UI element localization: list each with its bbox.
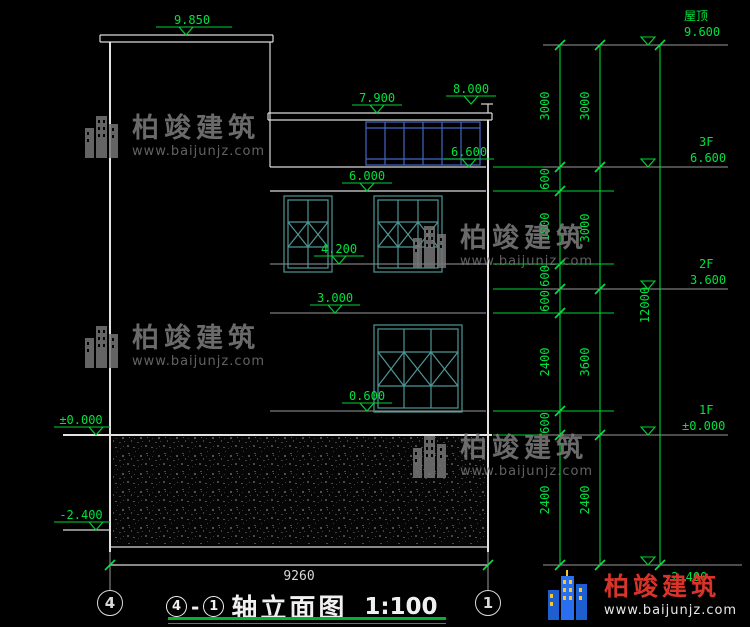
elev-marker-6600: 6.600 xyxy=(444,145,494,168)
svg-text:3.000: 3.000 xyxy=(317,291,353,305)
svg-text:1800: 1800 xyxy=(538,213,552,242)
svg-text:3000: 3000 xyxy=(538,92,552,121)
svg-text:4.200: 4.200 xyxy=(321,242,357,256)
right-level-labels: 屋顶 9.600 3F 6.600 2F 3.600 1F ±0.000 -2.… xyxy=(664,9,726,584)
dimension-chains xyxy=(493,39,666,571)
elev-marker-minus2400: -2.400 xyxy=(54,508,110,531)
svg-text:600: 600 xyxy=(538,265,552,287)
elev-marker-4200: 4.200 xyxy=(314,242,364,265)
svg-text:3600: 3600 xyxy=(578,348,592,377)
axis-bubble-4: 4 xyxy=(97,590,123,616)
svg-text:6.600: 6.600 xyxy=(451,145,487,159)
title-underline-thin xyxy=(168,623,446,624)
svg-text:9260: 9260 xyxy=(283,569,314,584)
brand-logo-url: www.baijunjz.com xyxy=(604,602,738,618)
watermark-logo-icon xyxy=(413,436,446,478)
watermark-text: 柏竣建筑 xyxy=(460,432,588,464)
svg-text:3000: 3000 xyxy=(578,92,592,121)
brand-logo-text: 柏竣建筑 xyxy=(604,572,721,602)
watermark-url: www.baijunjz.com xyxy=(460,464,594,480)
title-axis-b: 1 xyxy=(203,596,225,617)
svg-text:屋顶: 屋顶 xyxy=(684,9,708,23)
svg-text:0.600: 0.600 xyxy=(349,389,385,403)
title-underline xyxy=(168,617,446,620)
svg-text:6.000: 6.000 xyxy=(349,169,385,183)
watermark-url: www.baijunjz.com xyxy=(460,254,594,270)
watermark-text: 柏竣建筑 xyxy=(132,322,260,354)
svg-text:6.600: 6.600 xyxy=(690,151,726,165)
watermark-url: www.baijunjz.com xyxy=(132,354,266,370)
svg-text:600: 600 xyxy=(538,168,552,190)
svg-text:-2.400: -2.400 xyxy=(664,570,707,584)
bottom-dimension: 9260 xyxy=(104,552,494,590)
watermark-text: 柏竣建筑 xyxy=(132,112,260,144)
watermark: 柏竣建筑 www.baijunjz.com xyxy=(412,432,593,480)
svg-text:12000: 12000 xyxy=(638,287,652,323)
svg-text:600: 600 xyxy=(538,290,552,312)
svg-text:9.600: 9.600 xyxy=(684,25,720,39)
svg-text:±0.000: ±0.000 xyxy=(59,413,102,427)
axis-bubble-1: 1 xyxy=(475,590,501,616)
svg-text:3F: 3F xyxy=(699,135,713,149)
brand-logo-icon xyxy=(548,570,587,620)
svg-text:2400: 2400 xyxy=(578,486,592,515)
title-scale: 1:100 xyxy=(364,593,438,620)
elev-marker-0000: ±0.000 xyxy=(54,413,110,436)
window-1f xyxy=(373,324,463,413)
watermark-url: www.baijunjz.com xyxy=(132,144,266,160)
elev-marker-7900: 7.900 xyxy=(352,91,402,114)
elev-marker-0600: 0.600 xyxy=(342,389,392,412)
svg-text:±0.000: ±0.000 xyxy=(682,419,725,433)
chain-labels: 3000 600 1800 600 600 2400 600 2400 3000… xyxy=(538,92,652,515)
svg-text:3000: 3000 xyxy=(578,214,592,243)
window-3f-strip xyxy=(365,121,481,166)
window-2f-right xyxy=(373,195,443,273)
foundation-hatch xyxy=(113,437,486,545)
watermark-logo-icon xyxy=(413,226,446,268)
brand-logo: 柏竣建筑 www.baijunjz.com xyxy=(546,570,737,622)
window-2f-left xyxy=(283,195,333,273)
svg-text:7.900: 7.900 xyxy=(359,91,395,105)
watermark: 柏竣建筑 www.baijunjz.com xyxy=(84,322,265,370)
svg-text:9.850: 9.850 xyxy=(174,13,210,27)
elev-marker-3000: 3.000 xyxy=(310,291,360,314)
title-axis-a: 4 xyxy=(166,596,187,617)
watermark-logo-icon xyxy=(85,326,118,368)
svg-text:3.600: 3.600 xyxy=(690,273,726,287)
elev-marker-6000: 6.000 xyxy=(342,169,392,192)
svg-text:-2.400: -2.400 xyxy=(59,508,102,522)
svg-text:2400: 2400 xyxy=(538,348,552,377)
building-outline xyxy=(63,34,493,552)
svg-text:600: 600 xyxy=(538,412,552,434)
watermark-logo-icon xyxy=(85,116,118,158)
svg-text:8.000: 8.000 xyxy=(453,82,489,96)
svg-text:2F: 2F xyxy=(699,257,713,271)
svg-text:2400: 2400 xyxy=(538,486,552,515)
elev-marker-9850: 9.850 xyxy=(156,13,232,36)
elev-marker-8000: 8.000 xyxy=(446,82,496,105)
title-dash: - xyxy=(191,594,200,619)
watermark-text: 柏竣建筑 xyxy=(460,222,588,254)
watermark: 柏竣建筑 www.baijunjz.com xyxy=(84,112,265,160)
watermark: 柏竣建筑 www.baijunjz.com xyxy=(412,222,593,270)
right-level-lines xyxy=(543,36,742,566)
svg-text:1F: 1F xyxy=(699,403,713,417)
